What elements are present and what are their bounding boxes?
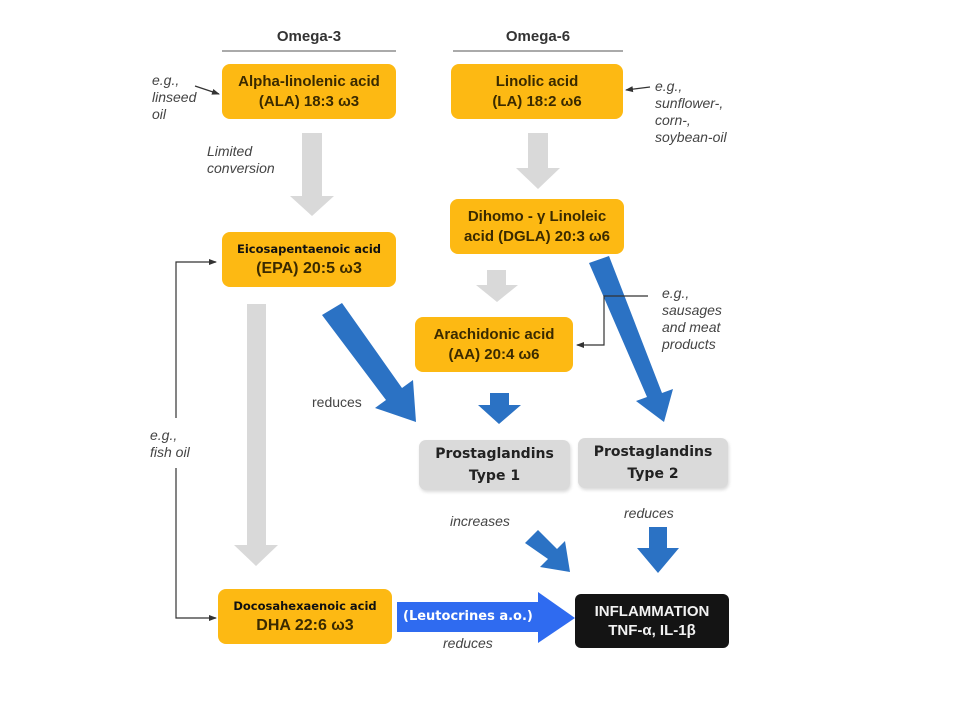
epa-name: Eicosapentaenoic acid — [237, 241, 381, 256]
epa-box: Eicosapentaenoic acid (EPA) 20:5 ω3 — [222, 232, 396, 287]
note-linseed: e.g., linseed oil — [152, 72, 196, 123]
aa-box: Arachidonic acid (AA) 20:4 ω6 — [415, 317, 573, 372]
dha-name: Docosahexaenoic acid — [233, 598, 377, 613]
gray-arrow-ala-to-epa — [290, 133, 334, 216]
ala-name: Alpha-linolenic acid — [238, 72, 380, 90]
label-increases: increases — [450, 513, 510, 529]
note-line: linseed — [152, 89, 197, 105]
sunflower-connector — [625, 86, 651, 93]
epa-formula: (EPA) 20:5 ω3 — [256, 259, 362, 277]
note-line: soybean-oil — [655, 129, 727, 145]
inflammation-box: INFLAMMATION TNF-α, IL-1β — [575, 594, 729, 648]
note-line: corn-, — [655, 112, 691, 128]
note-line: fish oil — [150, 444, 190, 460]
gray-arrow-dgla-to-aa — [476, 270, 518, 302]
la-formula: (LA) 18:2 ω6 — [492, 92, 582, 110]
leutocrines-arrow — [397, 592, 575, 643]
dgla-name: Dihomo - γ Linoleic — [467, 207, 607, 225]
note-line: sunflower-, — [655, 95, 724, 111]
note-line: e.g., — [152, 72, 180, 88]
aa-name: Arachidonic acid — [433, 325, 555, 343]
gray-arrow-la-to-dgla — [516, 133, 560, 189]
omega3-header: Omega-3 — [276, 28, 342, 45]
sausage-connector — [576, 295, 648, 348]
note-line: conversion — [207, 160, 275, 176]
note-sunflower: e.g., sunflower-, corn-, soybean-oil — [655, 78, 727, 146]
note-limited-conversion: Limited conversion — [207, 143, 275, 177]
linseed-connector — [194, 85, 220, 95]
label-reduces-dha: reduces — [443, 635, 493, 651]
la-box: Linolic acid (LA) 18:2 ω6 — [451, 64, 623, 119]
note-sausages: e.g., sausages and meat products — [662, 285, 722, 353]
inflammation-title: INFLAMMATION — [594, 603, 710, 620]
note-line: e.g., — [662, 285, 690, 301]
blue-arrow-epa-reduces — [322, 303, 416, 422]
blue-arrow-aa-to-type1 — [478, 393, 521, 424]
label-reduces-epa: reduces — [312, 394, 362, 410]
aa-formula: (AA) 20:4 ω6 — [448, 345, 540, 363]
inflammation-markers: TNF-α, IL-1β — [608, 622, 696, 639]
note-line: and meat — [662, 319, 721, 335]
note-fish-oil: e.g., fish oil — [150, 427, 190, 461]
type1-name: Prostaglandins — [435, 446, 554, 462]
prostaglandins-type1-box: Prostaglandins Type 1 — [419, 440, 570, 490]
fish-oil-connector-top — [175, 259, 217, 418]
type2-type: Type 2 — [627, 466, 679, 482]
label-reduces-type2: reduces — [624, 505, 674, 521]
omega6-header: Omega-6 — [505, 28, 571, 45]
note-line: e.g., — [655, 78, 683, 94]
dha-formula: DHA 22:6 ω3 — [256, 616, 354, 634]
gray-arrow-epa-to-dha — [234, 304, 278, 566]
blue-arrow-dgla-to-type2 — [589, 256, 673, 422]
ala-formula: (ALA) 18:3 ω3 — [258, 92, 360, 110]
ala-box: Alpha-linolenic acid (ALA) 18:3 ω3 — [222, 64, 396, 119]
type1-type: Type 1 — [468, 468, 521, 484]
note-line: Limited — [207, 143, 253, 159]
blue-arrow-type1-increases — [525, 530, 570, 572]
blue-arrow-type2-reduces — [637, 527, 679, 573]
label-leutocrines: (Leutocrines a.o.) — [403, 609, 533, 624]
la-name: Linolic acid — [495, 72, 579, 90]
fish-oil-connector-bottom — [175, 468, 217, 621]
dgla-box: Dihomo - γ Linoleic acid (DGLA) 20:3 ω6 — [450, 199, 624, 254]
type2-name: Prostaglandins — [593, 444, 713, 460]
dgla-formula: acid (DGLA) 20:3 ω6 — [463, 227, 611, 245]
note-line: products — [662, 336, 716, 352]
note-line: oil — [152, 106, 167, 122]
prostaglandins-type2-box: Prostaglandins Type 2 — [578, 438, 728, 488]
note-line: sausages — [662, 302, 722, 318]
note-line: e.g., — [150, 427, 178, 443]
dha-box: Docosahexaenoic acid DHA 22:6 ω3 — [218, 589, 392, 644]
